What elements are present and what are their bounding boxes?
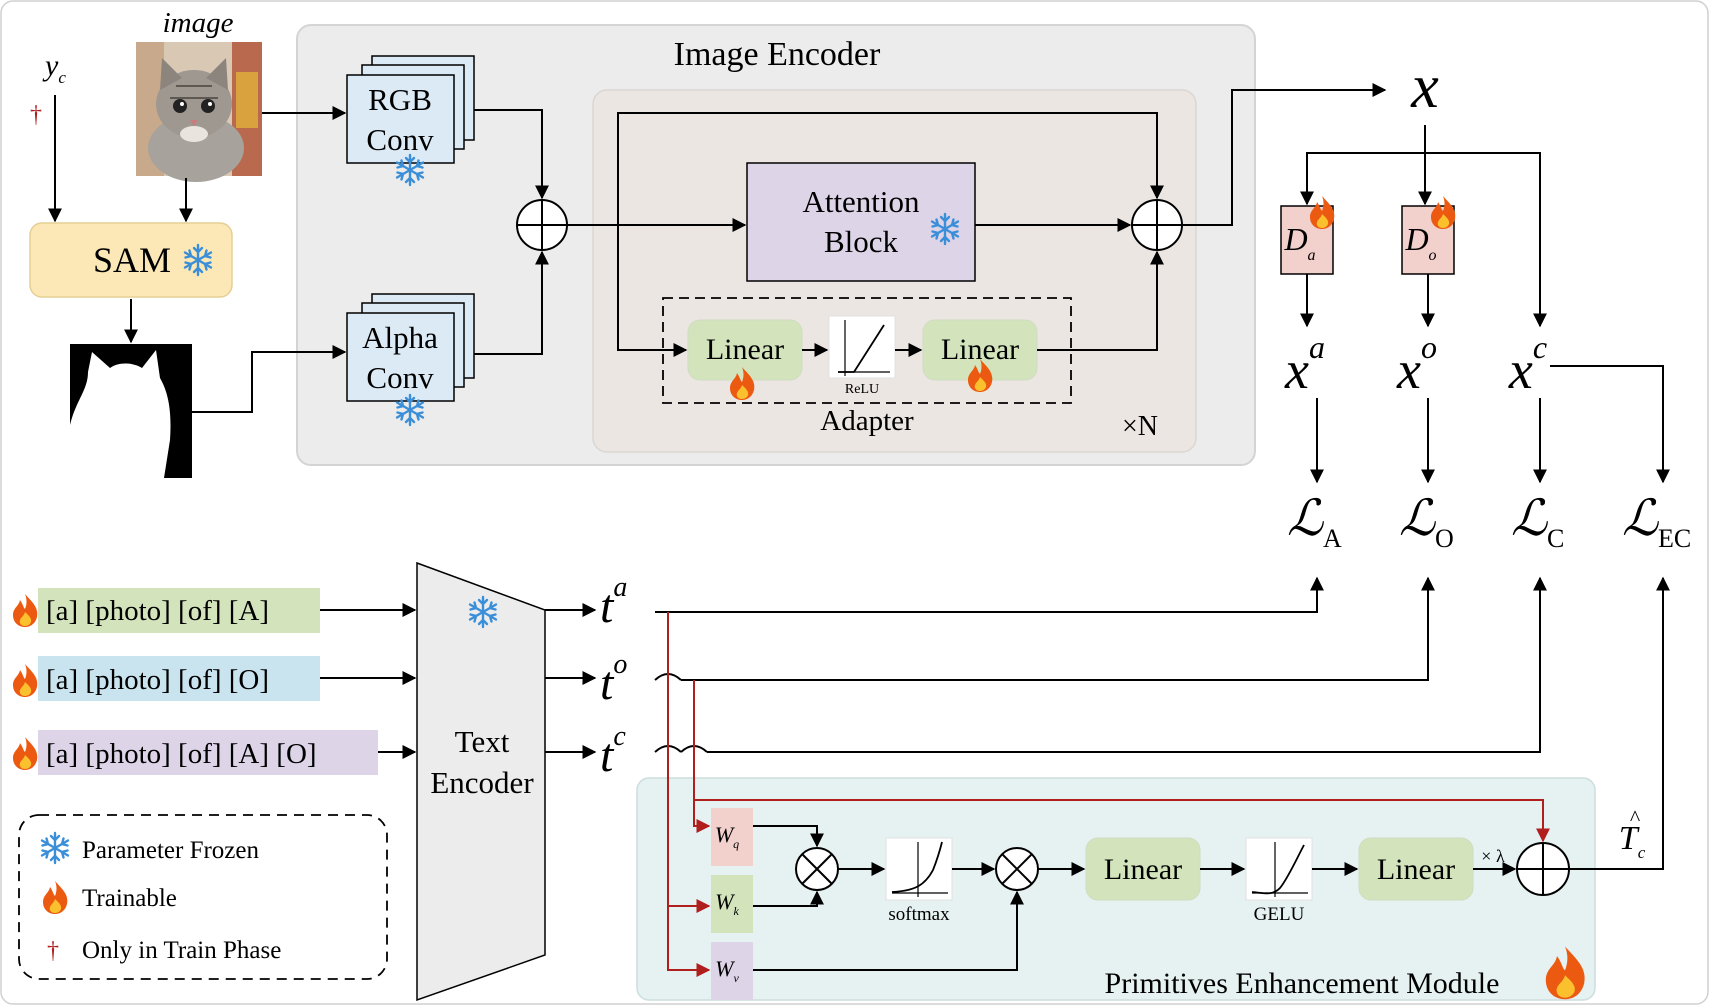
t-c-feature: tc (600, 721, 626, 782)
dagger-mark: † (30, 102, 42, 128)
relu-label: ReLU (845, 382, 879, 397)
gelu-label: GELU (1254, 904, 1305, 925)
image-label: image (163, 7, 234, 39)
sam-box (29, 222, 233, 298)
lambda-label: × λ (1481, 846, 1505, 866)
loss-o: ℒO (1399, 490, 1454, 553)
w-v-label: Wv (715, 956, 739, 985)
decoder-a-label: Da (1283, 221, 1315, 264)
hat-mark: ^ (1630, 805, 1641, 830)
prompt-comp: [a] [photo] [of] [A] [O] (46, 738, 317, 770)
w-v-box (711, 942, 753, 1000)
y-c-label: yc (42, 49, 66, 87)
add-node-2 (1131, 199, 1183, 251)
rgb-conv-block: RGB Conv (346, 55, 475, 164)
x-c-feature: xc (1508, 329, 1547, 400)
loss-ec: ℒEC (1622, 490, 1691, 553)
attention-line1: Attention (802, 184, 920, 219)
pem-title: Primitives Enhancement Module (1105, 967, 1500, 1000)
t-a-feature: ta (600, 572, 627, 633)
legend-train-only: Only in Train Phase (82, 937, 281, 964)
alpha-conv-line1: Alpha (362, 320, 438, 355)
legend-dagger: † (47, 938, 59, 964)
image-encoder-title: Image Encoder (674, 36, 881, 73)
snowflake-icon (40, 831, 70, 865)
w-q-box (711, 808, 753, 866)
attention-block (746, 162, 976, 282)
sam-label: SAM (93, 240, 171, 280)
rgb-conv-line2: Conv (366, 122, 434, 157)
legend-trainable: Trainable (82, 885, 177, 912)
repeat-label: ×N (1122, 411, 1158, 442)
pem-linear-2-label: Linear (1377, 853, 1455, 886)
x-a-feature: xa (1284, 329, 1325, 400)
cat-image (136, 42, 262, 182)
gelu-plot (1245, 837, 1313, 901)
alpha-conv-block: Alpha Conv (346, 293, 475, 402)
prompt-attr-box (38, 588, 320, 633)
mask-image (70, 344, 192, 478)
x-o-feature: xo (1396, 329, 1437, 400)
adapter-linear-2-label: Linear (941, 333, 1019, 366)
pem-linear-1-label: Linear (1104, 853, 1182, 886)
fire-icon (13, 664, 38, 697)
legend-frozen: Parameter Frozen (82, 837, 260, 864)
softmax-label: softmax (888, 904, 950, 925)
multiply-node-2 (995, 847, 1039, 891)
add-node-3 (1516, 842, 1570, 896)
multiply-node-1 (795, 847, 839, 891)
add-node-1 (516, 199, 568, 251)
adapter-linear-1-label: Linear (706, 333, 784, 366)
loss-a: ℒA (1287, 490, 1342, 553)
w-k-label: Wk (715, 889, 739, 918)
text-encoder-line1: Text (455, 724, 510, 759)
x-feature: x (1410, 53, 1439, 121)
loss-c: ℒC (1511, 490, 1564, 553)
train-only-lines (667, 612, 1550, 977)
text-encoder (416, 561, 546, 1002)
fire-icon (43, 881, 68, 914)
alpha-conv-line2: Conv (366, 360, 434, 395)
fire-icon (13, 594, 38, 627)
rgb-conv-line1: RGB (368, 82, 432, 117)
w-k-box (711, 875, 753, 933)
connector-lines (48, 83, 1670, 971)
prompt-obj: [a] [photo] [of] [O] (46, 664, 269, 696)
decoder-o-label: Do (1404, 221, 1436, 264)
softmax-plot (885, 837, 953, 901)
fire-icon (13, 737, 38, 770)
prompt-obj-box (38, 656, 320, 701)
relu-plot (828, 315, 896, 379)
w-q-label: Wq (715, 822, 739, 851)
prompt-comp-box (38, 730, 378, 775)
prompt-attr: [a] [photo] [of] [A] (46, 595, 269, 627)
legend-box (18, 814, 388, 980)
attention-line2: Block (824, 224, 899, 259)
adapter-label: Adapter (820, 405, 914, 437)
t-c-hat: Tc (1619, 820, 1646, 862)
t-o-feature: to (600, 649, 627, 710)
fire-icon (1310, 196, 1335, 229)
text-encoder-line2: Encoder (430, 765, 534, 800)
fire-icon (1431, 196, 1456, 229)
